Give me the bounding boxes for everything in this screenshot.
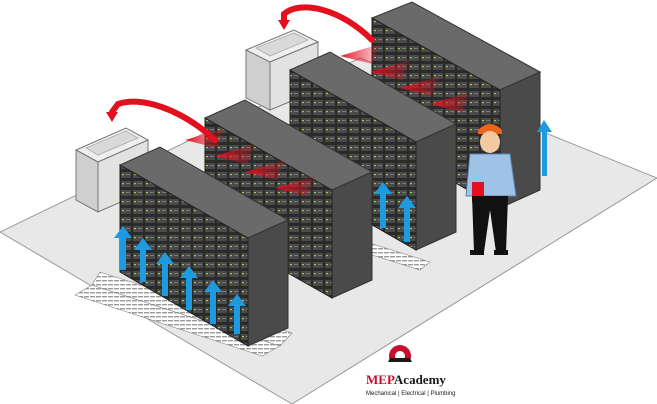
- gear-logo-icon: [386, 345, 414, 368]
- cold-air-arrows: [114, 120, 552, 334]
- brand-tagline: Mechanical | Electrical | Plumbing: [366, 391, 456, 397]
- technician-icon: [465, 124, 517, 255]
- brand-name-prefix: MEP: [366, 372, 395, 387]
- cold-air-arrow-icon: [114, 226, 132, 270]
- hot-air-arrows: [106, 4, 470, 196]
- server-rack-row-center: [203, 99, 374, 299]
- hot-air-arrow-icon: [340, 44, 380, 64]
- mep-academy-logo: MEPAcademy Mechanical | Electrical | Plu…: [366, 345, 456, 397]
- brand-name-suffix: Academy: [394, 372, 446, 387]
- svg-text:MEPAcademy: MEPAcademy: [366, 372, 446, 387]
